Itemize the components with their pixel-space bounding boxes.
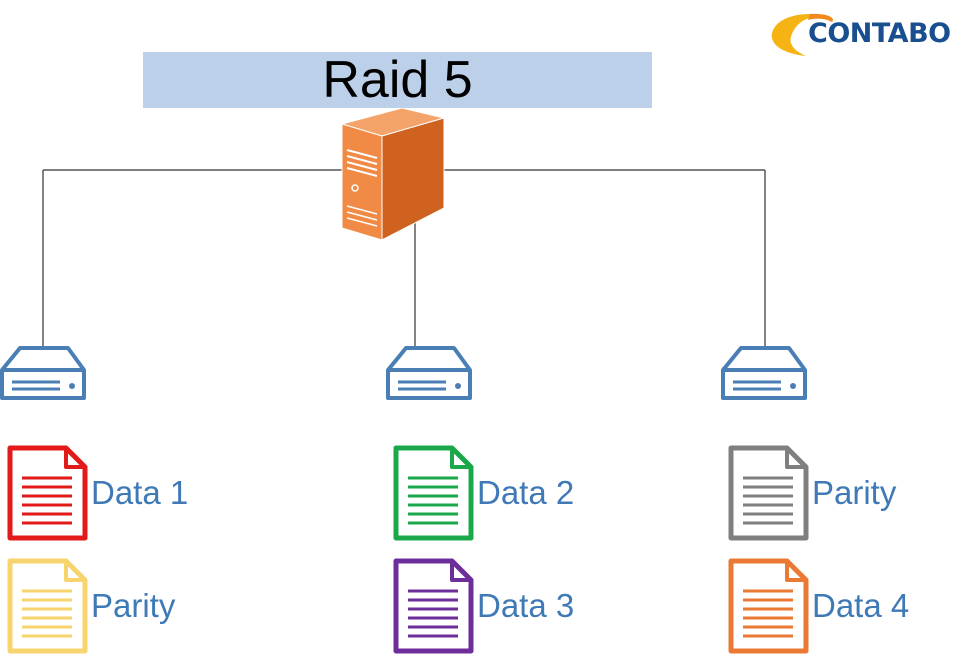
hard-drive-icon [0,346,86,400]
block-label: Data 3 [477,587,575,624]
document-icon [7,558,88,654]
block-label: Parity [812,474,897,511]
title-bar: Raid 5 [143,51,652,109]
hard-drive-icon [386,346,472,400]
document-icon [393,558,474,654]
block-label: Data 2 [477,474,575,511]
page-title: Raid 5 [322,51,473,109]
logo-text: CONTABO [808,18,951,49]
contabo-logo-icon [771,13,834,56]
block-label: Parity [91,587,176,624]
block-label: Data 4 [812,587,910,624]
hard-drive-icon [721,346,807,400]
document-icon [728,445,809,541]
document-icon [728,558,809,654]
block-label: Data 1 [91,474,189,511]
server-icon [340,107,446,241]
document-icon [393,445,474,541]
document-icon [7,445,88,541]
